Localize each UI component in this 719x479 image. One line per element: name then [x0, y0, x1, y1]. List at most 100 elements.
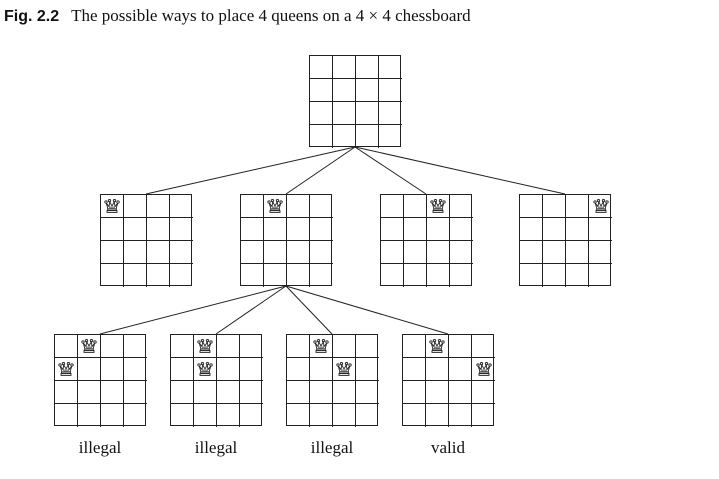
- board-square: [287, 241, 310, 264]
- tree-edge: [145, 146, 356, 195]
- board-square: [147, 218, 170, 241]
- board-square: [472, 381, 495, 404]
- board-square: [403, 404, 426, 427]
- tree-edge: [285, 285, 449, 335]
- board-square: [543, 264, 566, 287]
- board-square: [170, 195, 193, 218]
- board-square: [427, 195, 450, 218]
- board-square: [124, 195, 147, 218]
- board-square: [264, 195, 287, 218]
- tree-edge: [354, 146, 427, 195]
- board-square: [240, 381, 263, 404]
- board-square: [310, 264, 333, 287]
- queen-icon: [429, 338, 445, 353]
- queen-icon: [104, 198, 120, 213]
- board-square: [404, 241, 427, 264]
- figure-caption: Fig. 2.2 The possible ways to place 4 qu…: [4, 6, 471, 26]
- board-square: [78, 381, 101, 404]
- board-square: [101, 381, 124, 404]
- board-square: [449, 335, 472, 358]
- board-square: [147, 241, 170, 264]
- board-square: [264, 264, 287, 287]
- board-square: [101, 218, 124, 241]
- board-square: [240, 404, 263, 427]
- board-square: [472, 358, 495, 381]
- tree-edge: [354, 146, 566, 195]
- board-square: [543, 218, 566, 241]
- queen-icon: [267, 198, 283, 213]
- board-square: [241, 195, 264, 218]
- board-square: [356, 335, 379, 358]
- board-square: [78, 404, 101, 427]
- board-square: [449, 404, 472, 427]
- board-square: [101, 358, 124, 381]
- board-square: [287, 218, 310, 241]
- board-square: [310, 381, 333, 404]
- board-square: [194, 358, 217, 381]
- board-square: [566, 218, 589, 241]
- tree-edge: [99, 285, 287, 335]
- board-square: [310, 102, 333, 125]
- queen-icon: [430, 198, 446, 213]
- board-square: [194, 381, 217, 404]
- tree-edge: [285, 146, 356, 195]
- board-square: [450, 218, 473, 241]
- board-square: [78, 335, 101, 358]
- board-square: [356, 404, 379, 427]
- board-square: [147, 195, 170, 218]
- board-square: [55, 335, 78, 358]
- board-square: [78, 358, 101, 381]
- board-status-label: illegal: [194, 438, 238, 457]
- level2-board: [286, 334, 379, 427]
- board-square: [310, 56, 333, 79]
- board-square: [589, 241, 612, 264]
- board-square: [379, 79, 402, 102]
- board-square: [333, 125, 356, 148]
- board-status-label: illegal: [78, 438, 122, 457]
- tree-edge: [215, 285, 287, 335]
- board-square: [217, 404, 240, 427]
- board-square: [333, 79, 356, 102]
- board-square: [472, 335, 495, 358]
- board-square: [101, 241, 124, 264]
- board-square: [356, 102, 379, 125]
- board-square: [55, 358, 78, 381]
- queen-icon: [475, 361, 492, 376]
- board-square: [217, 381, 240, 404]
- board-square: [124, 381, 147, 404]
- figure-caption-text: The possible ways to place 4 queens on a…: [71, 6, 471, 25]
- board-square: [450, 264, 473, 287]
- board-square: [403, 335, 426, 358]
- board-square: [124, 218, 147, 241]
- board-square: [381, 218, 404, 241]
- board-square: [310, 218, 333, 241]
- board-square: [426, 381, 449, 404]
- board-square: [449, 381, 472, 404]
- board-square: [240, 358, 263, 381]
- board-square: [543, 195, 566, 218]
- level2-board: [54, 334, 147, 427]
- level2-board: [402, 334, 495, 427]
- board-square: [310, 125, 333, 148]
- board-square: [55, 404, 78, 427]
- board-square: [264, 218, 287, 241]
- board-square: [124, 358, 147, 381]
- level1-board: [240, 194, 333, 287]
- queen-icon: [197, 338, 213, 353]
- board-square: [310, 358, 333, 381]
- level2-board: [170, 334, 263, 427]
- board-square: [333, 335, 356, 358]
- board-square: [520, 218, 543, 241]
- board-square: [217, 335, 240, 358]
- board-square: [381, 195, 404, 218]
- board-square: [381, 264, 404, 287]
- tree-edge: [285, 285, 333, 335]
- board-square: [333, 381, 356, 404]
- board-square: [241, 264, 264, 287]
- queen-icon: [58, 361, 74, 376]
- board-square: [171, 335, 194, 358]
- board-square: [472, 404, 495, 427]
- board-square: [287, 195, 310, 218]
- board-square: [170, 241, 193, 264]
